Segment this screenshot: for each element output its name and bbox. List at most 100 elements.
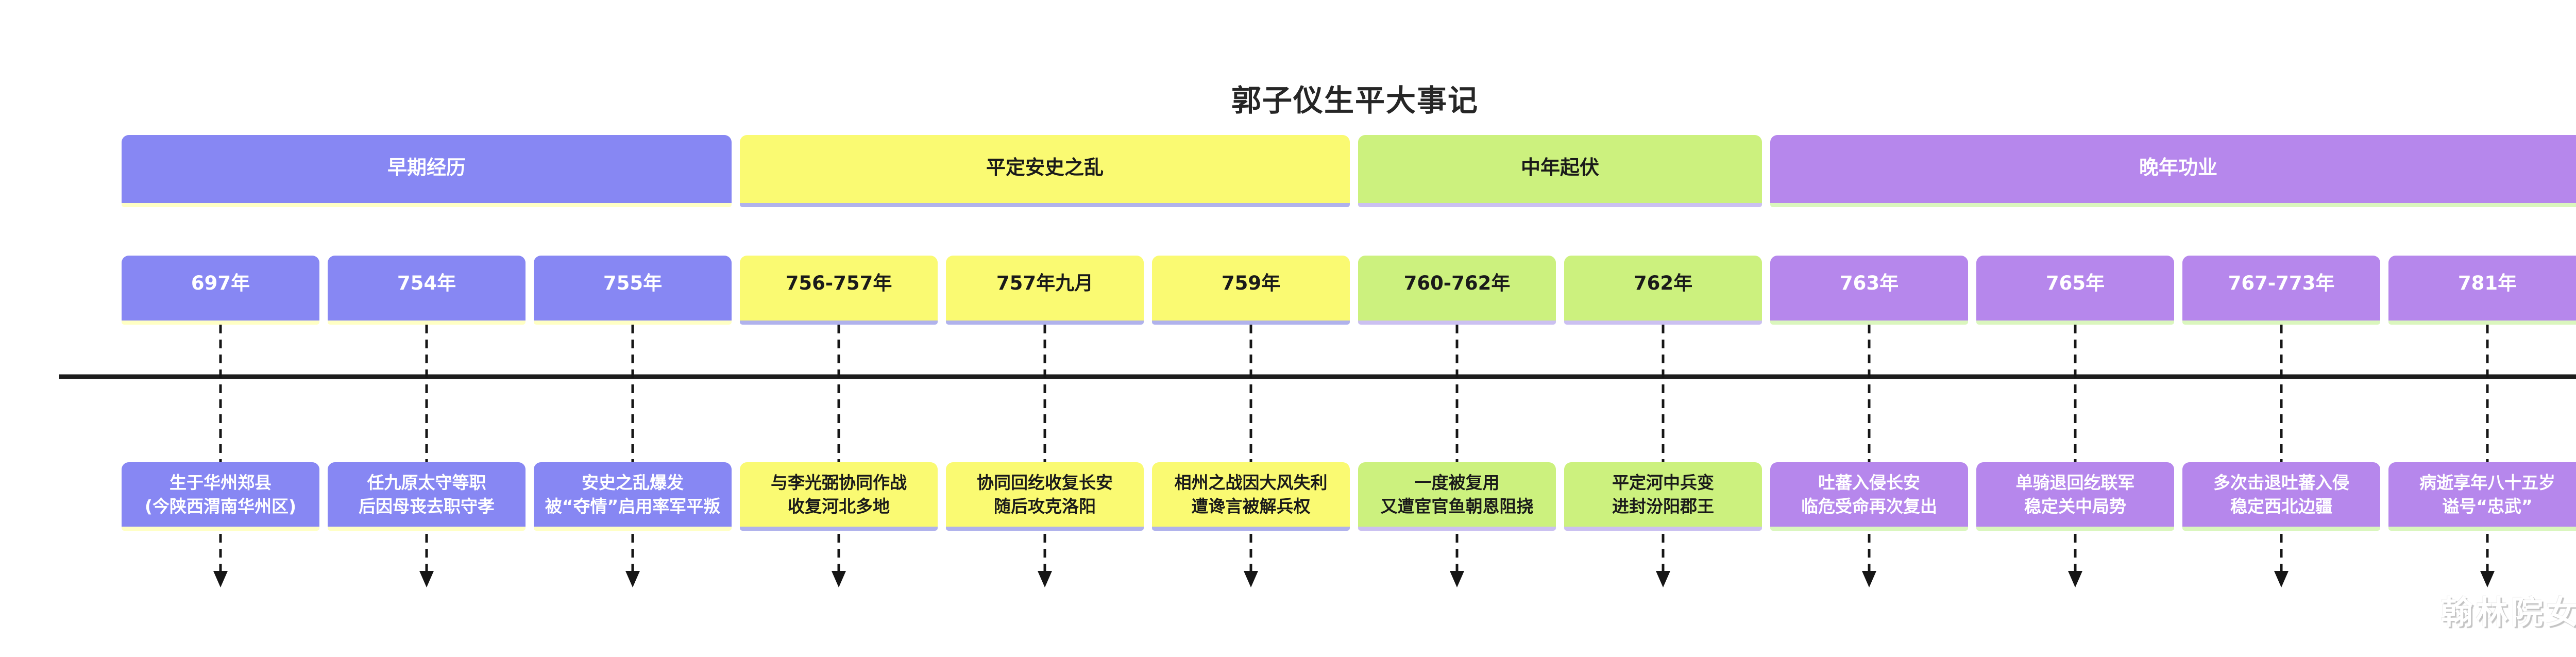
band-bottom-strip [122,203,732,207]
year-label: 765年 [1976,256,2174,321]
event-text: 吐蕃入侵长安临危受命再次复出 [1770,462,1968,527]
year-label: 781年 [2388,256,2576,321]
year-bottom-strip [740,321,938,325]
band-bottom-strip [1770,203,2576,207]
event-text: 安史之乱爆发被“夺情”启用率军平叛 [534,462,732,527]
event-line: 吐蕃入侵长安 [1818,472,1920,493]
event-text: 任九原太守等职后因母丧去职守孝 [328,462,526,527]
year-bottom-strip [946,321,1144,325]
event-line: 随后攻克洛阳 [994,496,1096,516]
event-text: 病逝享年八十五岁谥号“忠武” [2388,462,2576,527]
event-box: 生于华州郑县 (今陕西渭南华州区) [122,462,319,531]
year-box: 757年九月 [946,256,1144,325]
event-line: 多次击退吐蕃入侵 [2213,472,2349,493]
year-box: 781年 [2388,256,2576,325]
year-label: 760-762年 [1358,256,1556,321]
year-label: 759年 [1152,256,1350,321]
event-bottom-strip [1152,527,1350,531]
connector-arrowhead-icon [1038,571,1052,587]
event-bottom-strip [2182,527,2380,531]
event-box: 任九原太守等职后因母丧去职守孝 [328,462,526,531]
year-box: 762年 [1564,256,1762,325]
year-label: 755年 [534,256,732,321]
phase-band: 平定安史之乱 [740,135,1350,207]
year-bottom-strip [122,321,319,325]
event-bottom-strip [122,527,319,531]
event-text: 单骑退回纥联军稳定关中局势 [1976,462,2174,527]
event-box: 协同回纥收复长安随后攻克洛阳 [946,462,1144,531]
connector-arrowhead-icon [625,571,640,587]
event-bottom-strip [1976,527,2174,531]
year-label: 767-773年 [2182,256,2380,321]
connector-arrowhead-icon [1862,571,1876,587]
year-label: 757年九月 [946,256,1144,321]
event-bottom-strip [740,527,938,531]
year-box: 763年 [1770,256,1968,325]
event-line: 遭谗言被解兵权 [1191,496,1311,516]
event-line: 后因母丧去职守孝 [359,496,495,516]
event-box: 一度被复用又遭宦官鱼朝恩阻挠 [1358,462,1556,531]
connector-arrowhead-icon [832,571,846,587]
event-text: 一度被复用又遭宦官鱼朝恩阻挠 [1358,462,1556,527]
phase-band-label: 早期经历 [122,135,732,203]
event-bottom-strip [946,527,1144,531]
year-bottom-strip [1770,321,1968,325]
event-box: 安史之乱爆发被“夺情”启用率军平叛 [534,462,732,531]
event-bottom-strip [534,527,732,531]
event-line: 任九原太守等职 [367,472,486,493]
year-label: 697年 [122,256,319,321]
connector-arrowhead-icon [2274,571,2289,587]
event-line: 稳定关中局势 [2024,496,2126,516]
phase-band: 晚年功业 [1770,135,2576,207]
year-box: 754年 [328,256,526,325]
event-box: 病逝享年八十五岁谥号“忠武” [2388,462,2576,531]
phase-band-label: 中年起伏 [1358,135,1762,203]
year-label: 756-757年 [740,256,938,321]
year-label: 754年 [328,256,526,321]
year-bottom-strip [534,321,732,325]
watermark: 翰林院女大学士 [2441,594,2576,631]
event-text: 平定河中兵变进封汾阳郡王 [1564,462,1762,527]
year-box: 697年 [122,256,319,325]
event-line: 又遭宦官鱼朝恩阻挠 [1380,496,1534,516]
event-bottom-strip [1564,527,1762,531]
event-text: 生于华州郑县 (今陕西渭南华州区) [122,462,319,527]
connector-arrowhead-icon [2068,571,2082,587]
event-line: 单骑退回纥联军 [2015,472,2135,493]
connector-arrowhead-icon [2480,571,2495,587]
event-bottom-strip [328,527,526,531]
year-bottom-strip [1976,321,2174,325]
event-bottom-strip [2388,527,2576,531]
event-line: 一度被复用 [1414,472,1500,493]
event-text: 协同回纥收复长安随后攻克洛阳 [946,462,1144,527]
year-label: 763年 [1770,256,1968,321]
event-bottom-strip [1358,527,1556,531]
connector-arrowhead-icon [1450,571,1464,587]
page-title: 郭子仪生平大事记 [1231,83,1479,118]
year-bottom-strip [1564,321,1762,325]
phase-band-label: 晚年功业 [1770,135,2576,203]
connector-arrowhead-icon [1244,571,1258,587]
event-box: 平定河中兵变进封汾阳郡王 [1564,462,1762,531]
year-bottom-strip [1358,321,1556,325]
year-box: 759年 [1152,256,1350,325]
connector-arrowhead-icon [1656,571,1670,587]
event-line: 稳定西北边疆 [2230,496,2332,516]
event-line: 与李光弼协同作战 [771,472,907,493]
event-box: 相州之战因大风失利遭谗言被解兵权 [1152,462,1350,531]
event-line: 平定河中兵变 [1612,472,1714,493]
event-text: 与李光弼协同作战收复河北多地 [740,462,938,527]
year-bottom-strip [2182,321,2380,325]
event-line: 协同回纥收复长安 [977,472,1113,493]
event-line: (今陕西渭南华州区) [144,496,297,516]
event-line: 相州之战因大风失利 [1174,472,1328,493]
event-bottom-strip [1770,527,1968,531]
band-bottom-strip [1358,203,1762,207]
event-text: 多次击退吐蕃入侵稳定西北边疆 [2182,462,2380,527]
year-box: 767-773年 [2182,256,2380,325]
event-line: 生于华州郑县 [170,472,272,493]
event-line: 谥号“忠武” [2442,496,2533,516]
connector-arrowhead-icon [419,571,434,587]
